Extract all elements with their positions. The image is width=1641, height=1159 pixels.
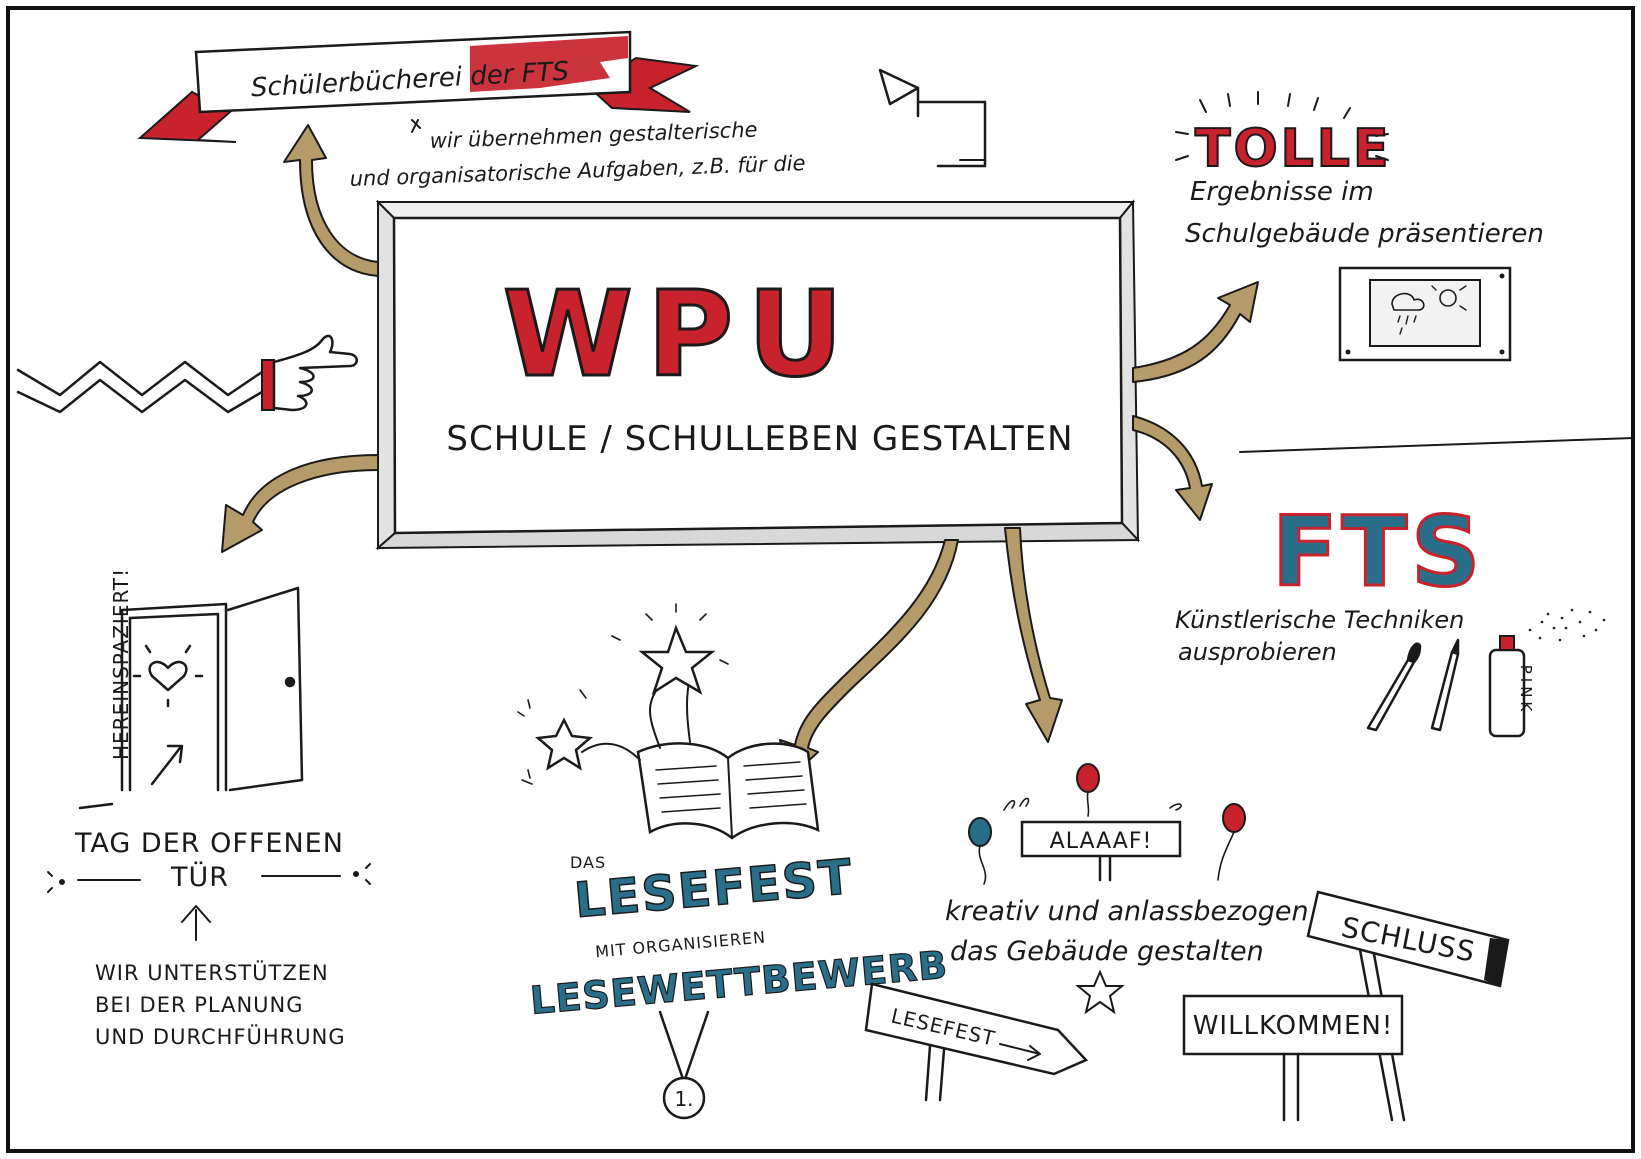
pointing-hand-icon xyxy=(16,334,358,414)
center-title: WPU xyxy=(503,265,857,403)
signpost-willkommen: WILLKOMMEN! xyxy=(1182,994,1404,1122)
spray-can-label: PINK xyxy=(1517,665,1535,716)
carnival-sign: ALAAAF! xyxy=(1020,820,1182,882)
signpost-schluss: SCHLUSS xyxy=(1306,890,1510,1122)
open-day-section: HEREINSPAZIERT! TAG DER OFFENEN TÜR WIR … xyxy=(47,568,371,1049)
arrow-to-art xyxy=(1132,415,1213,521)
results-line2: Schulgebäude präsentieren xyxy=(1185,219,1544,249)
arrow-to-decor xyxy=(1004,527,1063,743)
arrow-to-open-day xyxy=(221,454,379,553)
open-day-support2: BEI DER PLANUNG xyxy=(95,993,304,1017)
medal-text: 1. xyxy=(674,1087,693,1111)
arrow-to-library xyxy=(283,124,379,277)
center-box: WPU SCHULE / SCHULLEBEN GESTALTEN xyxy=(375,199,1141,551)
open-book-icon xyxy=(581,675,820,840)
art-line2: ausprobieren xyxy=(1178,638,1337,666)
open-day-support3: UND DURCHFÜHRUNG xyxy=(95,1024,346,1049)
framed-picture-icon xyxy=(1338,266,1512,362)
door-icon xyxy=(78,586,304,810)
reading-section: DAS LESEFEST MIT ORGANISIEREN LESEWETTBE… xyxy=(517,603,950,1120)
reading-das: DAS xyxy=(570,853,606,872)
library-banner: Schülerbücherei der FTS wir übernehmen g… xyxy=(137,30,987,191)
open-day-line1: TAG DER OFFENEN xyxy=(74,828,344,859)
open-day-line2: TÜR xyxy=(170,861,229,893)
spray-can-icon: PINK xyxy=(1488,608,1606,738)
results-section: TOLLE Ergebnisse im Schulgebäude präsent… xyxy=(1175,91,1634,453)
results-headline: TOLLE xyxy=(1195,119,1391,179)
open-day-support1: WIR UNTERSTÜTZEN xyxy=(95,960,329,985)
signpost-willkommen-text: WILLKOMMEN! xyxy=(1193,1011,1394,1041)
carnival-sign-text: ALAAAF! xyxy=(1050,829,1153,854)
decor-section: ALAAAF! kreativ und anlassbezogen das Ge… xyxy=(864,763,1510,1122)
small-star-icon xyxy=(1075,969,1125,1015)
medal-icon: 1. xyxy=(658,1010,710,1120)
connector-arrows xyxy=(221,124,1259,779)
decor-line1: kreativ und anlassbezogen xyxy=(945,896,1309,927)
paintbrush-icon xyxy=(1366,638,1460,732)
results-line1: Ergebnisse im xyxy=(1190,177,1374,207)
decor-line2: das Gebäude gestalten xyxy=(950,936,1264,967)
art-logo: FTS xyxy=(1272,496,1484,608)
art-section: FTS Künstlerische Techniken ausprobieren… xyxy=(1175,495,1606,738)
art-line1: Künstlerische Techniken xyxy=(1175,606,1464,634)
center-subtitle: SCHULE / SCHULLEBEN GESTALTEN xyxy=(446,419,1073,459)
arrow-to-results xyxy=(1132,281,1259,383)
balloon-icon xyxy=(968,763,1246,885)
star-icon xyxy=(517,603,729,785)
